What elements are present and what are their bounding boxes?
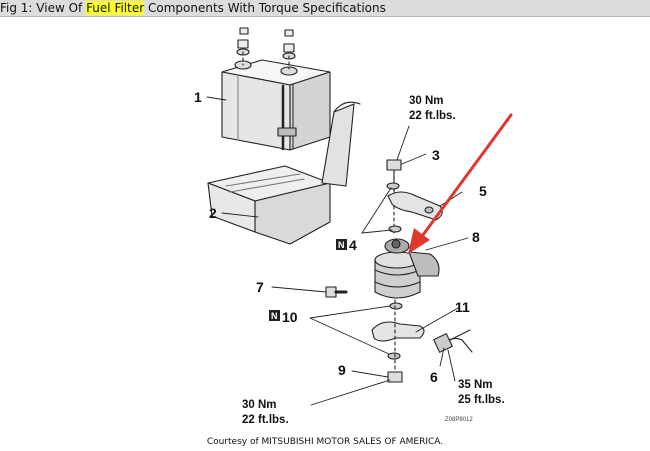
leader-lines [206, 96, 469, 406]
callout-4: 4 [349, 237, 357, 253]
caption-highlight: Fuel Filter [86, 1, 145, 15]
part-strap-5 [387, 191, 443, 221]
figure-caption: Fig 1: View Of Fuel Filter Components Wi… [0, 0, 650, 17]
part-bolt-9 [387, 299, 403, 383]
callout-8: 8 [472, 229, 480, 245]
part-bracket-tray [207, 101, 361, 245]
image-credit: Courtesy of MITSUBISHI MOTOR SALES OF AM… [206, 437, 444, 447]
part-bolt-7 [325, 286, 348, 298]
red-arrow-icon [408, 113, 513, 254]
torque-top-nm: 30 Nm [409, 95, 444, 107]
torque-right-nm: 35 Nm [458, 379, 493, 391]
torque-right-ftlbs: 25 ft.lbs. [458, 394, 505, 406]
part-washers-10 [387, 302, 403, 360]
callout-10: 10 [282, 309, 298, 325]
callout-5: 5 [479, 183, 487, 199]
torque-bottom-ftlbs: 22 ft.lbs. [242, 414, 289, 426]
caption-suffix: Components With Torque Specifications [144, 1, 386, 15]
part-reservoir-nuts [236, 27, 296, 70]
torque-bottom-nm: 30 Nm [242, 399, 277, 411]
part-washers-4 [386, 182, 402, 233]
exploded-parts-diagram: 1 2 3 N 4 5 8 7 N 10 11 6 9 30 Nm 22 ft.… [194, 27, 513, 426]
callout-7: 7 [256, 279, 264, 295]
part-filter-8 [374, 238, 440, 299]
badge-new-4-letter: N [338, 240, 345, 250]
callout-1: 1 [194, 89, 202, 105]
caption-prefix: Fig 1: View Of [0, 1, 87, 15]
drawing-code: Z08P8012 [445, 417, 473, 423]
callout-9: 9 [338, 362, 346, 378]
part-fitting-6 [433, 329, 471, 353]
badge-new-10 [269, 310, 280, 321]
callout-6: 6 [430, 369, 438, 385]
badge-new-4 [336, 239, 347, 250]
callout-11: 11 [455, 299, 470, 315]
part-reservoir-box [221, 59, 331, 151]
callout-2: 2 [209, 205, 217, 221]
callout-3: 3 [432, 147, 440, 163]
torque-top-ftlbs: 22 ft.lbs. [409, 110, 456, 122]
badge-new-10-letter: N [271, 311, 278, 321]
